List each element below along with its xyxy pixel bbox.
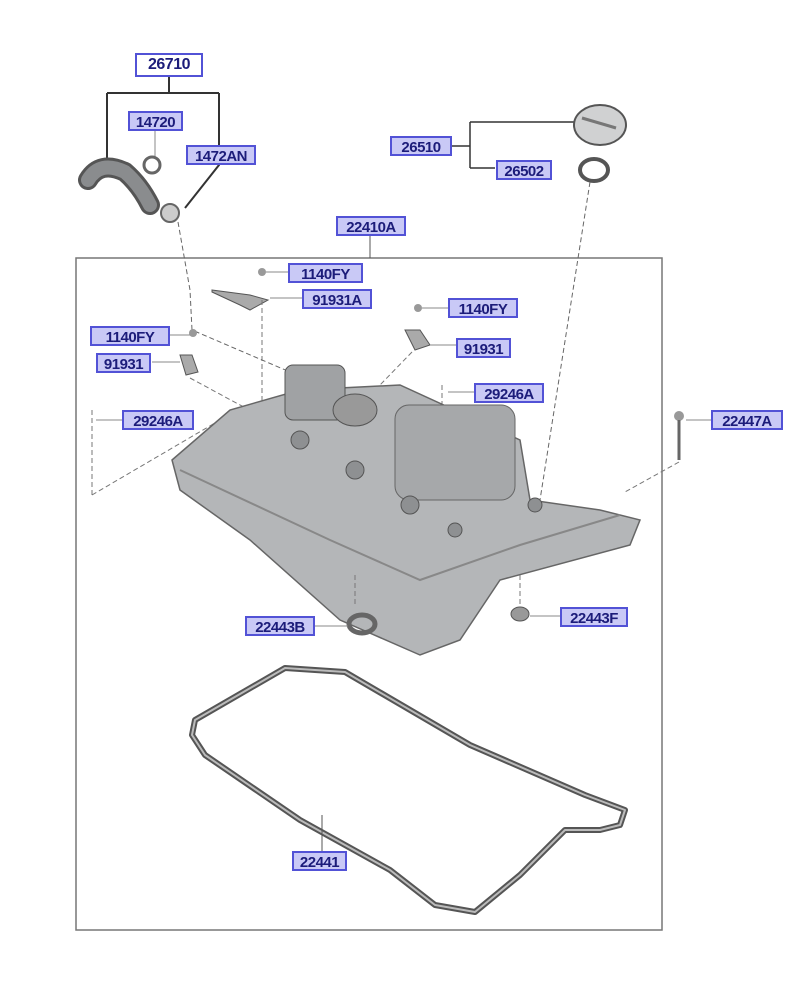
part-label-26510[interactable]: 26510 bbox=[390, 136, 452, 156]
part-label-91931[interactable]: 91931 bbox=[96, 353, 151, 373]
bracket-26710 bbox=[106, 77, 220, 209]
clamp-b-part bbox=[160, 203, 180, 223]
part-label-26502[interactable]: 26502 bbox=[496, 160, 552, 180]
filler-cap-part bbox=[573, 104, 627, 146]
part-label-22447a[interactable]: 22447A bbox=[711, 410, 783, 430]
part-label-1472an[interactable]: 1472AN bbox=[186, 145, 256, 165]
part-label-29246a[interactable]: 29246A bbox=[122, 410, 194, 430]
part-label-1140fy[interactable]: 1140FY bbox=[288, 263, 363, 283]
part-label-29246a[interactable]: 29246A bbox=[474, 383, 544, 403]
seal-22443b-part bbox=[346, 612, 378, 636]
clamp-part bbox=[142, 155, 162, 175]
assembly-frame bbox=[75, 257, 663, 931]
part-label-91931[interactable]: 91931 bbox=[456, 338, 511, 358]
cap-gasket-part bbox=[578, 157, 610, 183]
part-label-22443b[interactable]: 22443B bbox=[245, 616, 315, 636]
part-label-22443f[interactable]: 22443F bbox=[560, 607, 628, 627]
part-label-14720[interactable]: 14720 bbox=[128, 111, 183, 131]
rocker-cover-part bbox=[171, 364, 642, 656]
part-label-91931a[interactable]: 91931A bbox=[302, 289, 372, 309]
part-label-26710[interactable]: 26710 bbox=[135, 53, 203, 77]
part-label-22410a[interactable]: 22410A bbox=[336, 216, 406, 236]
part-label-22441[interactable]: 22441 bbox=[292, 851, 347, 871]
seal-22443f-part bbox=[510, 606, 530, 622]
part-label-1140fy[interactable]: 1140FY bbox=[90, 326, 170, 346]
part-label-1140fy[interactable]: 1140FY bbox=[448, 298, 518, 318]
